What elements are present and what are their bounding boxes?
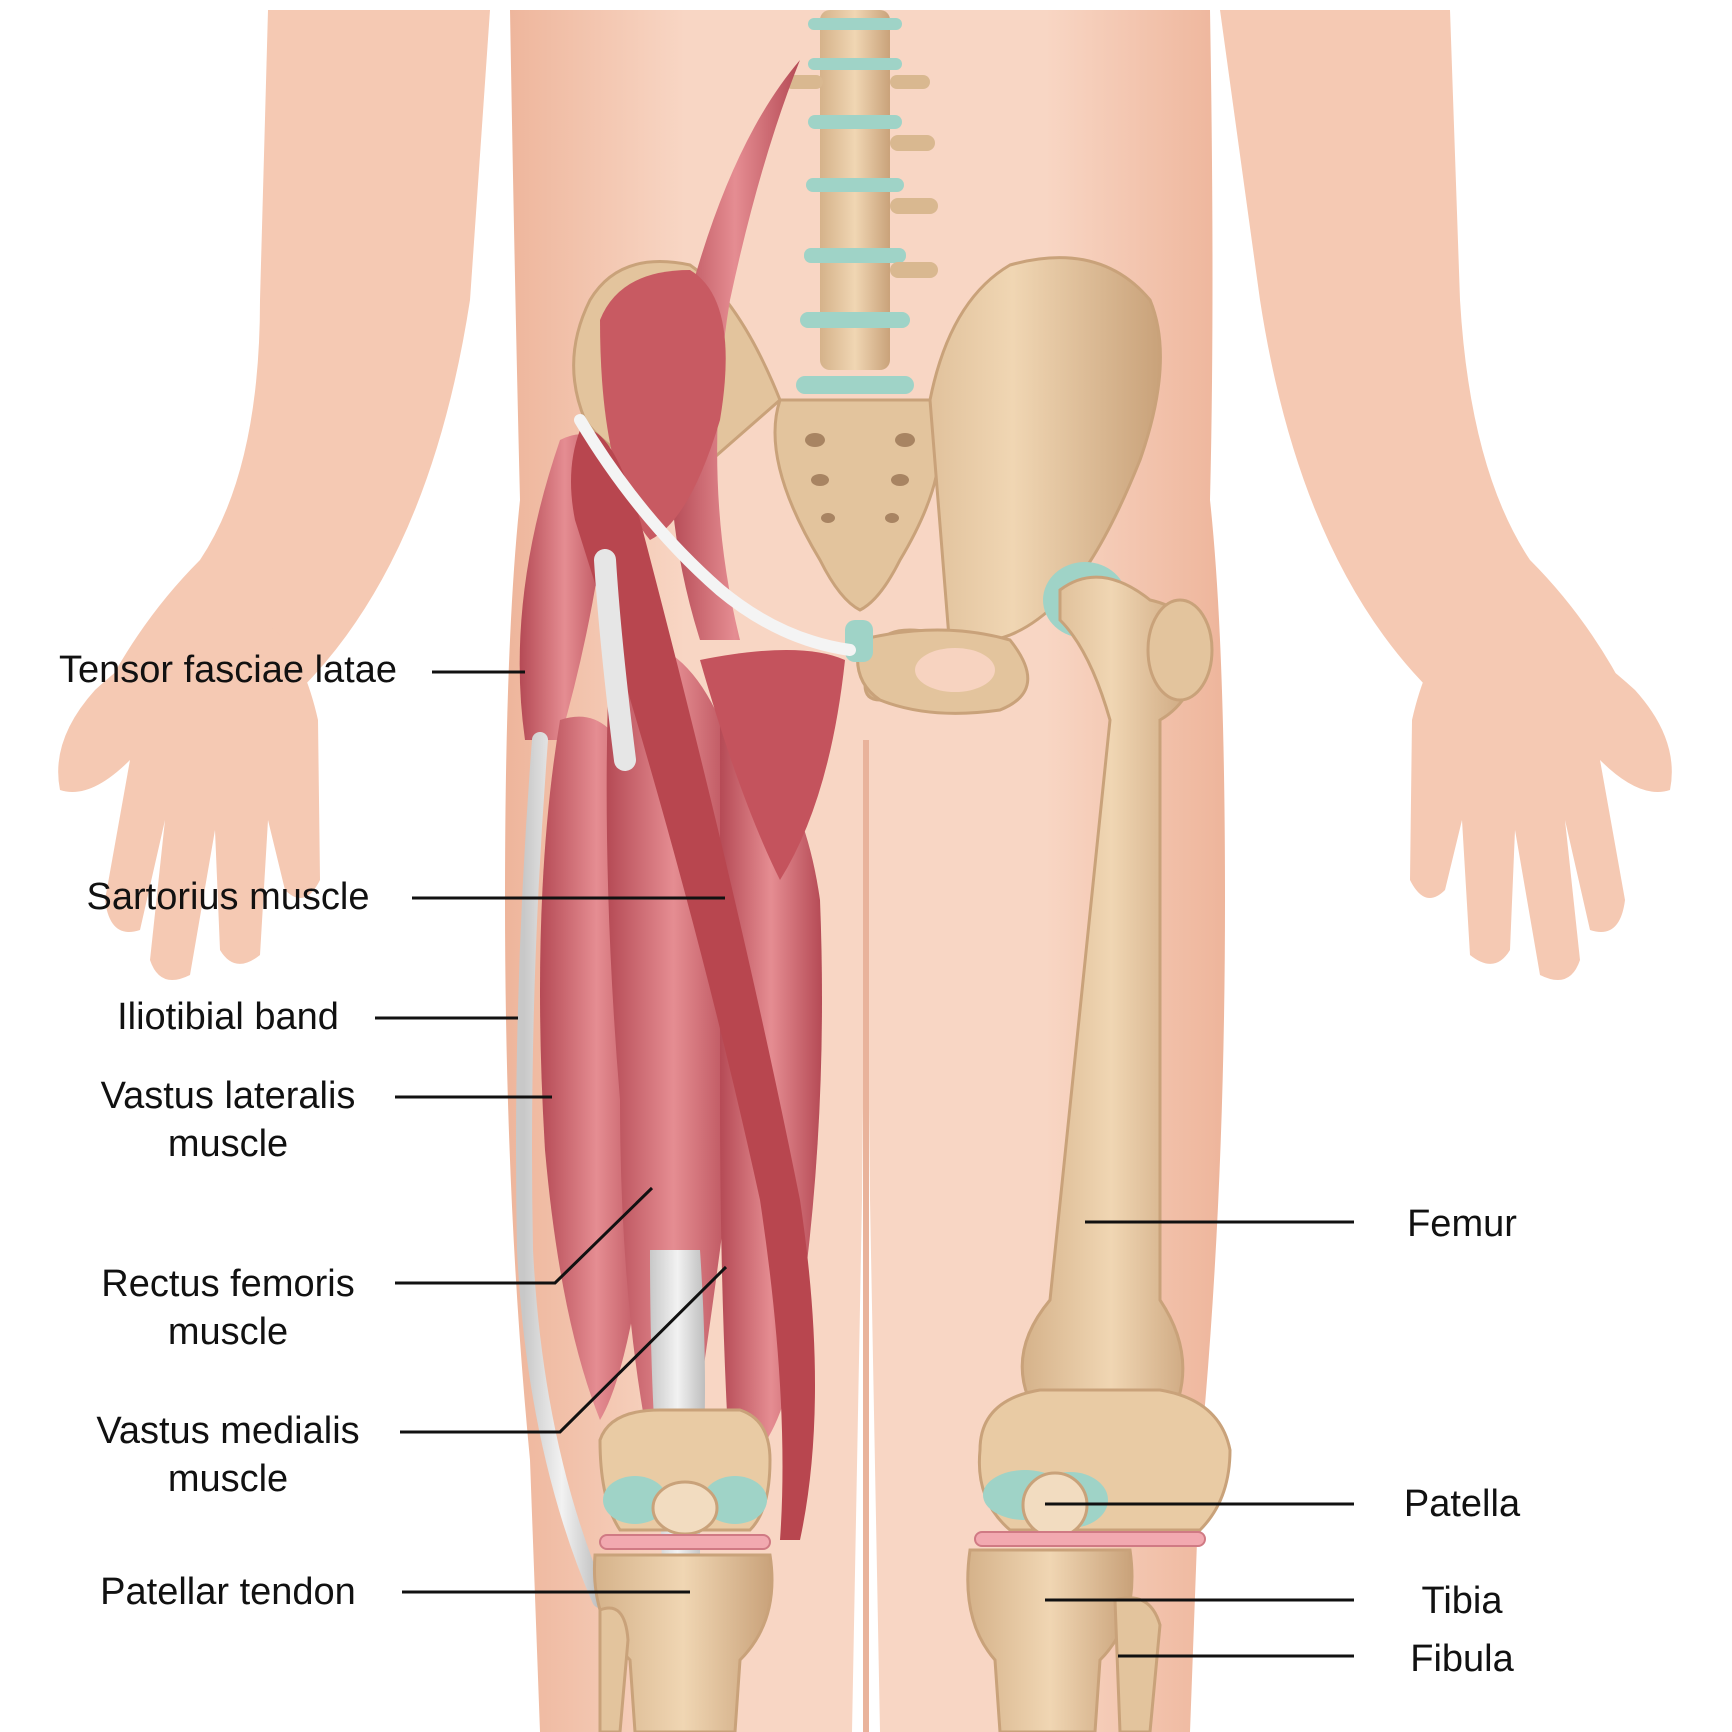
spine bbox=[785, 10, 938, 394]
left-patella bbox=[651, 1480, 719, 1536]
leader-lines bbox=[375, 670, 1354, 1658]
adductor-muscles bbox=[700, 650, 845, 880]
label-sartorius: Sartorius muscle bbox=[18, 873, 438, 921]
right-leg-bones bbox=[966, 562, 1232, 1732]
sartorius-muscle bbox=[571, 429, 815, 1540]
label-iliotibial-band: Iliotibial band bbox=[18, 993, 438, 1041]
label-line: Vastus medialis bbox=[96, 1410, 360, 1452]
label-line: muscle bbox=[167, 1311, 289, 1353]
label-line: muscle bbox=[167, 1458, 289, 1500]
label-fibula: Fibula bbox=[1362, 1635, 1562, 1683]
leader-rectus-femoris bbox=[395, 1186, 654, 1285]
iliotibial-band-tendon bbox=[516, 732, 608, 1608]
label-line: Iliotibial band bbox=[117, 996, 339, 1038]
left-meniscus bbox=[599, 1534, 771, 1550]
label-line: muscle bbox=[167, 1123, 289, 1165]
rectus-femoris-tendon bbox=[594, 549, 636, 771]
leader-vastus-medialis bbox=[400, 1265, 728, 1434]
label-vastus-medialis: Vastus medialis muscle bbox=[18, 1407, 438, 1503]
iliopsoas bbox=[670, 60, 800, 640]
right-arm bbox=[1220, 10, 1630, 762]
label-rectus-femoris: Rectus femoris muscle bbox=[18, 1260, 438, 1356]
label-line: Patella bbox=[1403, 1483, 1521, 1525]
label-line: Fibula bbox=[1410, 1638, 1514, 1680]
label-patella: Patella bbox=[1362, 1480, 1562, 1528]
label-line: Patellar tendon bbox=[100, 1571, 356, 1613]
left-leg-muscles bbox=[516, 60, 856, 1732]
left-arm bbox=[100, 10, 490, 762]
left-tibia bbox=[592, 1553, 774, 1732]
label-line: Vastus lateralis bbox=[100, 1075, 356, 1117]
label-femur: Femur bbox=[1362, 1200, 1562, 1248]
iliacus bbox=[600, 270, 726, 540]
left-knee-cartilage-lateral bbox=[603, 1476, 667, 1524]
left-hand bbox=[58, 610, 320, 980]
label-line: Femur bbox=[1407, 1203, 1517, 1245]
label-vastus-lateralis: Vastus lateralis muscle bbox=[18, 1072, 438, 1168]
label-tibia: Tibia bbox=[1362, 1577, 1562, 1625]
label-line: Tensor fasciae latae bbox=[59, 649, 397, 691]
right-hand bbox=[1410, 610, 1672, 980]
inguinal-ligament bbox=[574, 414, 856, 656]
label-patellar-tendon: Patellar tendon bbox=[18, 1568, 438, 1616]
label-tensor-fasciae-latae: Tensor fasciae latae bbox=[18, 646, 438, 694]
label-line: Sartorius muscle bbox=[86, 876, 370, 918]
left-knee-cartilage-medial bbox=[703, 1476, 767, 1524]
label-line: Rectus femoris bbox=[101, 1263, 355, 1305]
label-line: Tibia bbox=[1421, 1580, 1503, 1622]
left-fibula bbox=[598, 1606, 630, 1732]
